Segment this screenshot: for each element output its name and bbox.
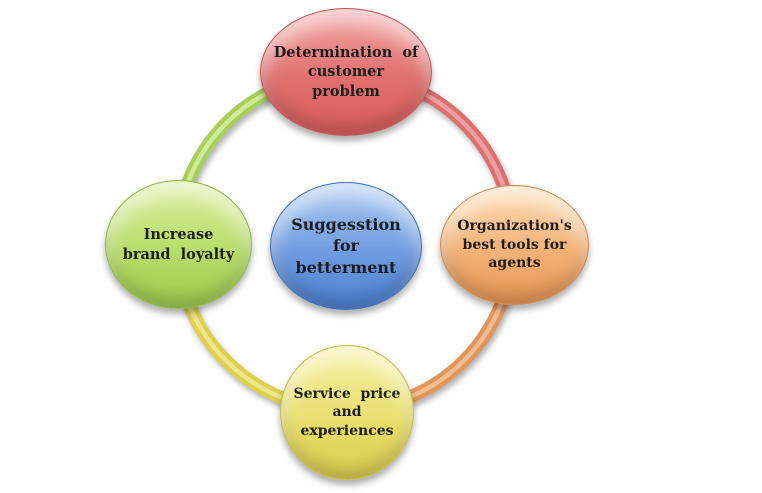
node-label: Service price and experiences <box>293 385 401 439</box>
center-node-label: Suggesstion for betterment <box>291 215 401 277</box>
node-suggestion-for-betterment: Suggesstion for betterment <box>270 182 422 310</box>
node-increase-brand-loyalty: Increase brand loyalty <box>105 180 252 309</box>
node-organizations-best-tools-for-agents: Organization's best tools for agents <box>440 185 589 305</box>
node-label: Organization's best tools for agents <box>457 218 572 272</box>
node-service-price-and-experiences: Service price and experiences <box>280 345 414 480</box>
node-label: Increase brand loyalty <box>122 226 235 263</box>
node-determination-of-customer-problem: Determination of customer problem <box>260 8 432 136</box>
node-label: Determination of customer problem <box>273 44 419 100</box>
